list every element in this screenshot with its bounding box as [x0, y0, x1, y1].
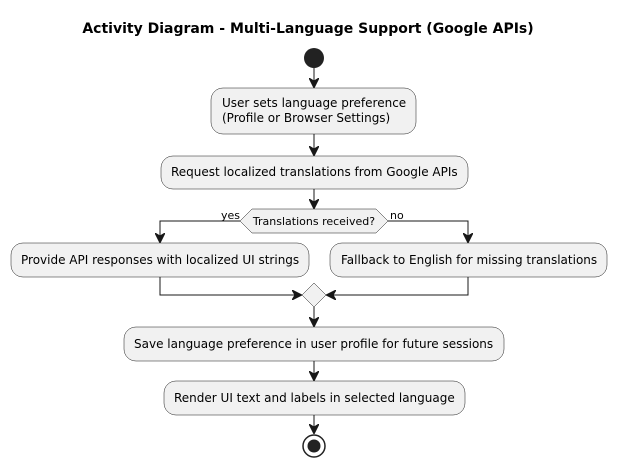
activity-fallback-english-label: Fallback to English for missing translat…: [341, 253, 597, 267]
merge-node: [301, 282, 327, 308]
edge-provide-to-merge: [159, 277, 301, 295]
activity-render-ui-label: Render UI text and labels in selected la…: [174, 391, 455, 405]
edge-fallback-to-merge: [327, 277, 469, 295]
activity-set-language-preference-line2: (Profile or Browser Settings): [222, 111, 390, 125]
end-node-inner: [307, 439, 321, 453]
activity-provide-localized-responses-label: Provide API responses with localized UI …: [21, 253, 299, 267]
edge-no-branch: [388, 220, 468, 242]
start-node: [304, 48, 324, 68]
activity-save-preference-label: Save language preference in user profile…: [134, 337, 493, 351]
diagram-title: Activity Diagram - Multi-Language Suppor…: [82, 21, 533, 37]
branch-no-label: no: [390, 209, 404, 222]
edge-yes-branch: [160, 220, 240, 242]
branch-yes-label: yes: [221, 209, 240, 222]
decision-translations-received-label: Translations received?: [252, 215, 375, 228]
activity-set-language-preference-line1: User sets language preference: [222, 96, 406, 110]
activity-request-translations-label: Request localized translations from Goog…: [171, 165, 458, 179]
